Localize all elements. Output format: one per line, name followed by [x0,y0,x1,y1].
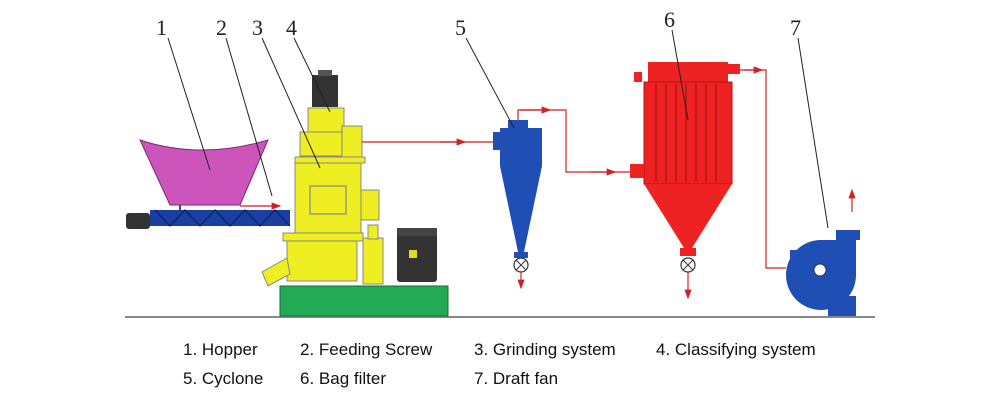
legend-item-draft-fan: 7. Draft fan [474,369,559,388]
callout-number: 2 [216,15,227,40]
callout-number: 7 [790,15,801,40]
legend-item-classifying-system: 4. Classifying system [656,340,816,359]
draft-fan [786,188,860,316]
legend-item-hopper: 1. Hopper [183,340,258,359]
callout-number: 6 [664,7,675,32]
pipe-filter-to-fan [740,69,786,269]
bag-filter [630,62,740,300]
cyclone [493,120,542,290]
legend-item-bag-filter: 6. Bag filter [300,369,386,388]
feeding-screw [126,202,291,229]
callout-number: 1 [156,15,167,40]
callout-number: 3 [252,15,263,40]
legend-item-cyclone: 5. Cyclone [183,369,264,388]
motor [397,228,437,282]
callout-number: 4 [286,15,297,40]
leader-lines [167,29,829,229]
legend-item-grinding-system: 3. Grinding system [474,340,616,359]
process-flow-diagram: 1 2 3 4 5 6 7 [125,7,875,318]
legend-item-feeding-screw: 2. Feeding Screw [300,340,433,359]
pipe-cyclone-to-filter [517,109,632,173]
grinding-system [261,70,384,287]
callout-number: 5 [455,15,466,40]
machine-base [279,285,449,317]
